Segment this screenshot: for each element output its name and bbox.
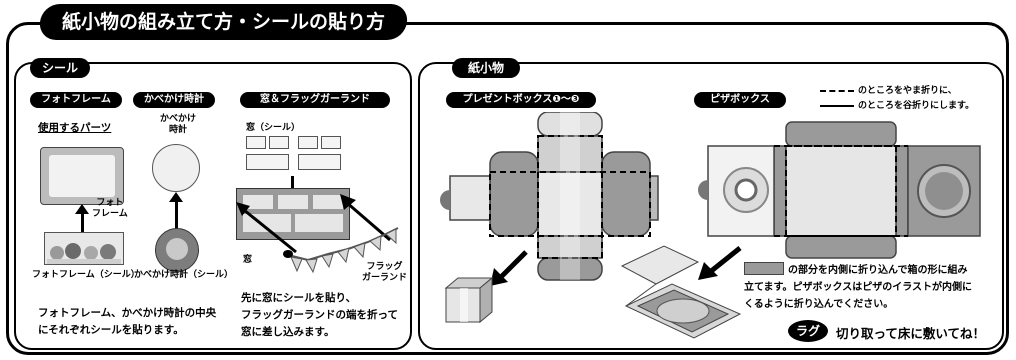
paper-section-header: 紙小物 (452, 58, 520, 78)
clock-label: かべかけ 時計 (160, 114, 197, 135)
page-title: 紙小物の組み立て方・シールの貼り方 (38, 4, 409, 40)
pizza-box-net (698, 121, 981, 259)
tab-pizza-box: ピザボックス (694, 92, 786, 108)
window-part (236, 188, 350, 240)
present-box-3d (444, 276, 494, 324)
arrow-clock (175, 200, 178, 230)
pizza-box-3d (620, 245, 742, 339)
sticker-section-header: シール (30, 58, 90, 78)
photo-frame-sticker-label: フォトフレーム（シール） (32, 270, 140, 280)
clock-sticker (155, 228, 199, 272)
legend-mountain-fold: のところをやま折りに、 (858, 86, 957, 96)
flag-label: フラッグ ガーランド (362, 262, 408, 283)
legend-solid-line (820, 105, 854, 107)
present-box-arrow (490, 250, 528, 286)
arrow-head-photo-frame (75, 204, 89, 214)
rug-badge: ラグ (788, 320, 828, 342)
tab-present-box: プレゼントボックス❶〜❸ (446, 92, 596, 108)
present-box-net (440, 112, 659, 281)
window-label: 窓 (243, 255, 253, 265)
tab-photo-frame: フォトフレーム (30, 92, 122, 108)
clock-sticker-label: かべかけ時計（シール） (134, 270, 234, 280)
tab-window-flag: 窓＆フラッグガーランド (240, 92, 390, 108)
legend-dashed-line (820, 90, 854, 92)
rug-instruction: 切り取って床に敷いてね！ (836, 326, 986, 341)
note-window-flag: 先に窓にシールを貼り、 フラッグガーランドの端を折って 窓に差し込みます。 (241, 292, 398, 338)
arrow-photo-frame (81, 212, 84, 248)
parts-label: 使用するパーツ (38, 122, 112, 134)
flag-garland (236, 194, 399, 274)
photo-frame-label: フォト フレーム (92, 198, 128, 219)
note-photo-clock: フォトフレーム、かべかけ時計の中央 にそれぞれシールを貼ります。 (38, 307, 217, 336)
arrow-head-clock (169, 192, 183, 202)
clock-part (152, 144, 200, 192)
pizza-box-arrow (698, 246, 742, 280)
photo-frame-part (40, 147, 124, 205)
window-stickers (246, 136, 346, 180)
characters-illustration (47, 243, 121, 264)
fold-part-swatch (744, 262, 784, 275)
legend-valley-fold: のところを谷折りにします。 (858, 101, 975, 111)
window-sticker-label: 窓（シール） (246, 123, 301, 133)
tab-wall-clock: かべかけ時計 (133, 92, 215, 108)
assembly-instruction: の部分を内側に折り込んで箱の形に組み 立てます。ピザボックスはピザのイラストが内… (744, 265, 972, 310)
photo-frame-sticker (44, 232, 124, 265)
